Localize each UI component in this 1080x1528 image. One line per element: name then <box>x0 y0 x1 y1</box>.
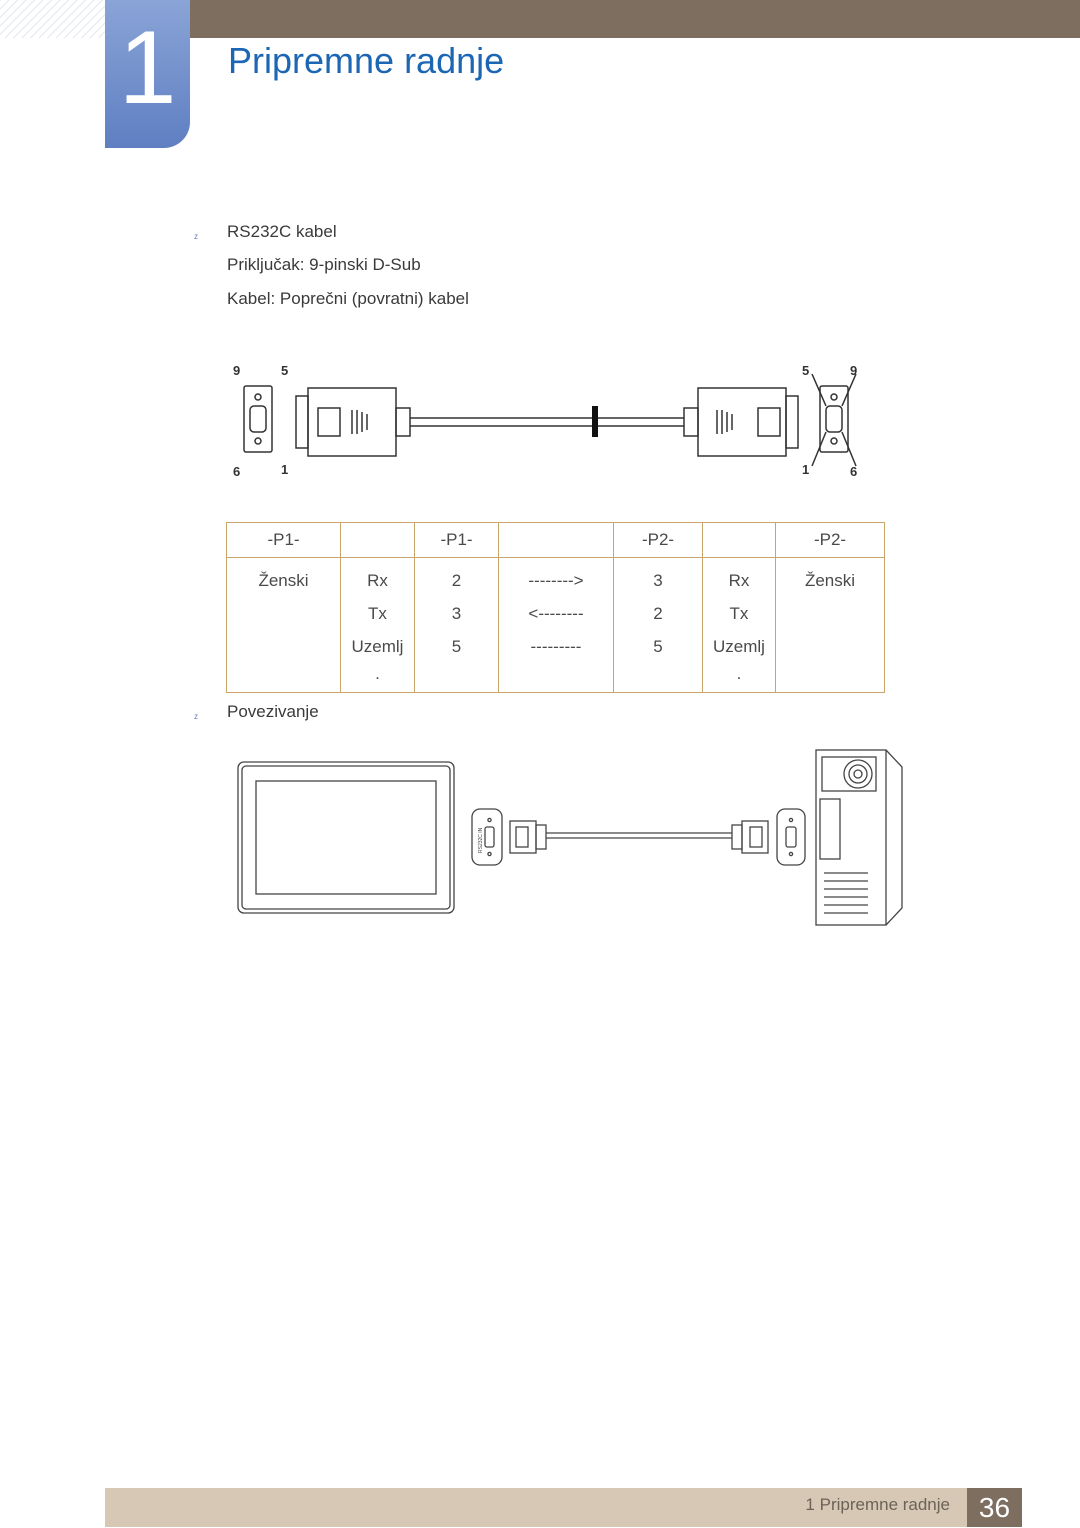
header-cell: -P2- <box>613 522 703 558</box>
cable-type-text: RS232C kabel <box>227 222 337 241</box>
corner-hatch <box>0 0 105 38</box>
footer-band <box>105 1488 967 1527</box>
right-plug-icon <box>683 387 799 457</box>
gender-text: Ženski <box>804 571 856 590</box>
pin-number: 5 <box>653 637 663 656</box>
direction-arrow: <-------- <box>528 604 584 623</box>
pin-table-body-row: Ženski Rx Tx Uzemlj . 2 3 5 --------> <-… <box>226 557 885 693</box>
pin-number: 2 <box>653 604 663 623</box>
chapter-number: 1 <box>118 10 177 126</box>
pin-label-6-left: 6 <box>233 464 240 479</box>
pin-number: 3 <box>653 571 663 590</box>
table-cell: 2 3 5 <box>414 557 499 693</box>
bullet-icon: z <box>194 232 198 241</box>
left-cable-plug-icon <box>509 820 547 854</box>
pin-number: 3 <box>451 604 462 623</box>
table-cell: 3 2 5 <box>613 557 703 693</box>
table-cell: Ženski <box>775 557 885 693</box>
header-cell: -P2- <box>775 522 885 558</box>
table-cell: Ženski <box>226 557 341 693</box>
pin-number: 2 <box>451 571 462 590</box>
connection-label: Povezivanje <box>227 702 319 721</box>
monitor-icon <box>237 761 455 914</box>
top-band <box>190 0 1080 38</box>
rs232c-port-label: RS232C IN <box>478 827 484 853</box>
table-cell: Rx Tx Uzemlj . <box>340 557 415 693</box>
table-cell: Rx Tx Uzemlj . <box>702 557 776 693</box>
connector-text: Priključak: 9-pinski D-Sub <box>227 255 421 274</box>
chapter-number-block: 1 <box>105 0 190 148</box>
pin-label-9-right: 9 <box>850 363 857 378</box>
direction-arrow: --------- <box>530 637 582 656</box>
connection-illustration: RS232C IN <box>237 749 903 926</box>
left-connector-face-icon <box>243 385 273 453</box>
pin-label-9-left: 9 <box>233 363 240 378</box>
pin-label-1-right: 1 <box>802 462 809 477</box>
right-connector-face-icon <box>811 373 857 467</box>
pin-label-6-right: 6 <box>850 464 857 479</box>
pin-table-header-row: -P1- -P1- -P2- -P2- <box>226 522 885 558</box>
pin-label-5-right: 5 <box>802 363 809 378</box>
chapter-title: Pripremne radnje <box>228 40 505 81</box>
header-cell <box>340 522 415 558</box>
gender-text: Ženski <box>258 571 309 590</box>
cable-diagram: 9 5 6 1 5 9 1 6 <box>233 363 857 479</box>
signal-text: . <box>375 664 380 683</box>
pin-label-5-left: 5 <box>281 363 288 378</box>
left-plug-icon <box>295 387 411 457</box>
signal-text: Uzemlj <box>713 637 765 656</box>
header-cell <box>498 522 614 558</box>
signal-text: Uzemlj <box>351 637 404 656</box>
signal-text: . <box>736 664 742 683</box>
pin-number: 5 <box>451 637 462 656</box>
pin-table: -P1- -P1- -P2- -P2- Ženski Rx Tx Uzemlj … <box>226 522 885 693</box>
computer-tower-icon <box>815 749 903 926</box>
signal-text: Rx <box>728 571 750 590</box>
monitor-port-icon <box>471 808 503 866</box>
header-cell: -P1- <box>414 522 499 558</box>
bullet-icon: z <box>194 712 198 721</box>
signal-text: Tx <box>729 604 749 623</box>
right-cable-plug-icon <box>731 820 769 854</box>
footer-chapter-ref: 1 Pripremne radnje <box>805 1495 950 1514</box>
header-cell: -P1- <box>226 522 341 558</box>
table-cell: --------> <-------- --------- <box>498 557 614 693</box>
header-cell <box>702 522 776 558</box>
signal-text: Rx <box>367 571 388 590</box>
cable-break-mark <box>592 406 598 437</box>
signal-text: Tx <box>368 604 387 623</box>
pin-label-1-left: 1 <box>281 462 288 477</box>
cable-kind-text: Kabel: Poprečni (povratni) kabel <box>227 289 469 308</box>
pc-port-icon <box>776 808 806 866</box>
direction-arrow: --------> <box>528 571 584 590</box>
page-number: 36 <box>967 1488 1022 1527</box>
